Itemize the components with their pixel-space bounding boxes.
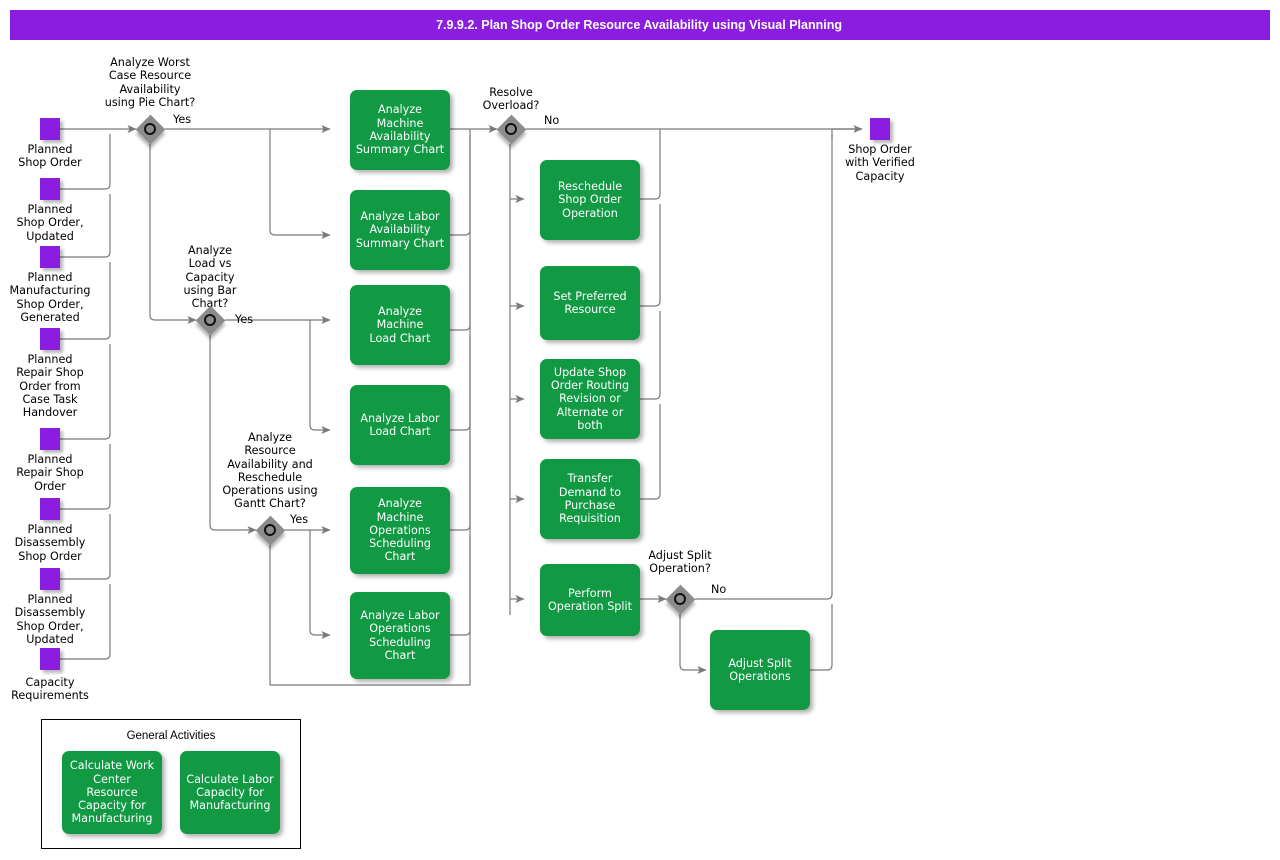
- decision-ring-icon: [264, 524, 276, 536]
- edge-label-adjust-split-operation-no: No: [711, 583, 727, 596]
- edge-label-analyze-resource-availability-gantt-yes: Yes: [290, 513, 309, 526]
- decision-ring-icon: [674, 593, 686, 605]
- activity-analyze-machine-availability-summary-chart[interactable]: Analyze Machine Availability Summary Cha…: [350, 90, 450, 170]
- decision-label-analyze-resource-availability-gantt: Analyze Resource Availability and Resche…: [222, 431, 318, 511]
- edge-label-resolve-overload-no: No: [544, 114, 560, 127]
- decision-analyze-load-vs-capacity-bar[interactable]: [195, 305, 225, 335]
- object-planned-disassembly-shop-order-updated[interactable]: [40, 568, 60, 590]
- decision-adjust-split-operation[interactable]: [665, 584, 695, 614]
- decision-label-analyze-load-vs-capacity-bar: Analyze Load vs Capacity using Bar Chart…: [183, 244, 237, 311]
- object-planned-manufacturing-shop-order-generated[interactable]: [40, 246, 60, 268]
- title-bar: 7.9.9.2. Plan Shop Order Resource Availa…: [10, 10, 1270, 40]
- decision-ring-icon: [204, 314, 216, 326]
- activity-analyze-machine-operations-scheduling-chart[interactable]: Analyze Machine Operations Scheduling Ch…: [350, 487, 450, 574]
- object-planned-shop-order-updated[interactable]: [40, 178, 60, 200]
- object-label-shop-order-with-verified-capacity: Shop Order with Verified Capacity: [845, 143, 915, 183]
- activity-calculate-work-center-resource-capacity-for-manufacturing[interactable]: Calculate Work Center Resource Capacity …: [62, 751, 162, 834]
- activity-analyze-labor-operations-scheduling-chart[interactable]: Analyze Labor Operations Scheduling Char…: [350, 592, 450, 679]
- activity-update-shop-order-routing-revision-or-alternate-or-both[interactable]: Update Shop Order Routing Revision or Al…: [540, 359, 640, 439]
- activity-analyze-labor-availability-summary-chart[interactable]: Analyze Labor Availability Summary Chart: [350, 190, 450, 270]
- activity-reschedule-shop-order-operation[interactable]: Reschedule Shop Order Operation: [540, 160, 640, 240]
- general-activities-title: General Activities: [126, 730, 216, 742]
- edge-label-analyze-worst-case-pie-yes: Yes: [173, 113, 192, 126]
- activity-perform-operation-split[interactable]: Perform Operation Split: [540, 564, 640, 636]
- object-label-planned-disassembly-shop-order: Planned Disassembly Shop Order: [14, 523, 86, 563]
- object-label-planned-manufacturing-shop-order-generated: Planned Manufacturing Shop Order, Genera…: [9, 271, 91, 324]
- decision-analyze-worst-case-pie[interactable]: [135, 114, 165, 144]
- decision-label-adjust-split-operation: Adjust Split Operation?: [648, 549, 712, 576]
- page-title: 7.9.9.2. Plan Shop Order Resource Availa…: [436, 18, 842, 32]
- decision-label-analyze-worst-case-pie: Analyze Worst Case Resource Availability…: [104, 56, 196, 109]
- object-planned-repair-shop-order-from-case-task-handover[interactable]: [40, 328, 60, 350]
- general-activities-group: General Activities Calculate Work Center…: [41, 719, 301, 849]
- activity-analyze-labor-load-chart[interactable]: Analyze Labor Load Chart: [350, 385, 450, 465]
- decision-resolve-overload[interactable]: [496, 114, 526, 144]
- edge-label-analyze-load-vs-capacity-bar-yes: Yes: [235, 313, 254, 326]
- object-planned-disassembly-shop-order[interactable]: [40, 498, 60, 520]
- object-label-planned-shop-order-updated: Planned Shop Order, Updated: [16, 203, 84, 243]
- decision-ring-icon: [144, 123, 156, 135]
- decision-analyze-resource-availability-gantt[interactable]: [255, 515, 285, 545]
- decision-label-resolve-overload: Resolve Overload?: [482, 86, 540, 113]
- object-shop-order-with-verified-capacity[interactable]: [870, 118, 890, 140]
- object-planned-repair-shop-order[interactable]: [40, 428, 60, 450]
- object-label-planned-repair-shop-order-from-case-task-handover: Planned Repair Shop Order from Case Task…: [16, 353, 84, 420]
- decision-ring-icon: [505, 123, 517, 135]
- activity-analyze-machine-load-chart[interactable]: Analyze Machine Load Chart: [350, 285, 450, 365]
- object-planned-shop-order[interactable]: [40, 118, 60, 140]
- object-label-planned-shop-order: Planned Shop Order: [18, 143, 82, 170]
- activity-transfer-demand-to-purchase-requisition[interactable]: Transfer Demand to Purchase Requisition: [540, 459, 640, 539]
- object-label-planned-repair-shop-order: Planned Repair Shop Order: [16, 453, 84, 493]
- activity-adjust-split-operations[interactable]: Adjust Split Operations: [710, 630, 810, 710]
- activity-set-preferred-resource[interactable]: Set Preferred Resource: [540, 266, 640, 340]
- object-label-planned-disassembly-shop-order-updated: Planned Disassembly Shop Order, Updated: [14, 593, 86, 646]
- object-capacity-requirements[interactable]: [40, 648, 60, 670]
- activity-calculate-labor-capacity-for-manufacturing[interactable]: Calculate Labor Capacity for Manufacturi…: [180, 751, 280, 834]
- object-label-capacity-requirements: Capacity Requirements: [11, 676, 89, 703]
